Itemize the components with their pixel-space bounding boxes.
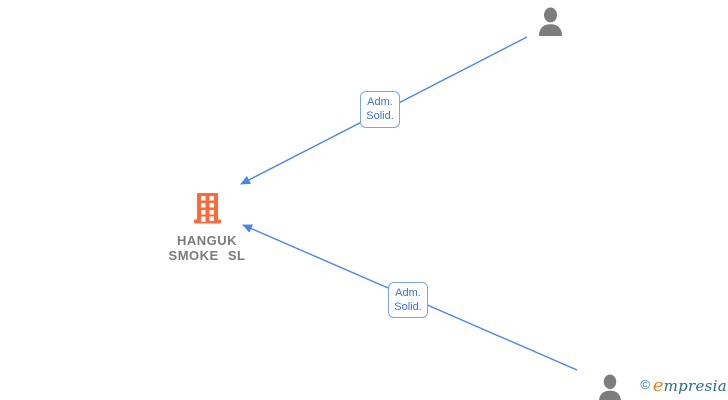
relationship-label-line2: Solid. bbox=[394, 301, 422, 313]
person-icon bbox=[599, 374, 621, 400]
building-icon bbox=[193, 192, 222, 225]
relationship-label-line1: Adm. bbox=[395, 287, 421, 299]
company-name: HANGUK SMOKE SL bbox=[145, 233, 269, 263]
relationship-label-top: Adm. Solid. bbox=[360, 91, 400, 128]
person-icon bbox=[539, 7, 562, 36]
relationship-label-line2: Solid. bbox=[366, 110, 394, 122]
copyright-icon: © bbox=[640, 377, 650, 392]
brand-name-rest: mpresia bbox=[663, 377, 727, 395]
relationship-label-line1: Adm. bbox=[367, 96, 393, 108]
empresia-logo[interactable]: ©empresia bbox=[640, 375, 727, 396]
company-node[interactable]: HANGUK SMOKE SL bbox=[145, 192, 269, 263]
relationship-label-bottom: Adm. Solid. bbox=[388, 282, 428, 318]
company-name-line2: SMOKE SL bbox=[168, 248, 246, 263]
company-name-line1: HANGUK bbox=[176, 233, 238, 248]
brand-initial: e bbox=[652, 375, 664, 396]
person-node-bottom[interactable] bbox=[597, 374, 624, 400]
person-node-top[interactable] bbox=[537, 7, 564, 36]
